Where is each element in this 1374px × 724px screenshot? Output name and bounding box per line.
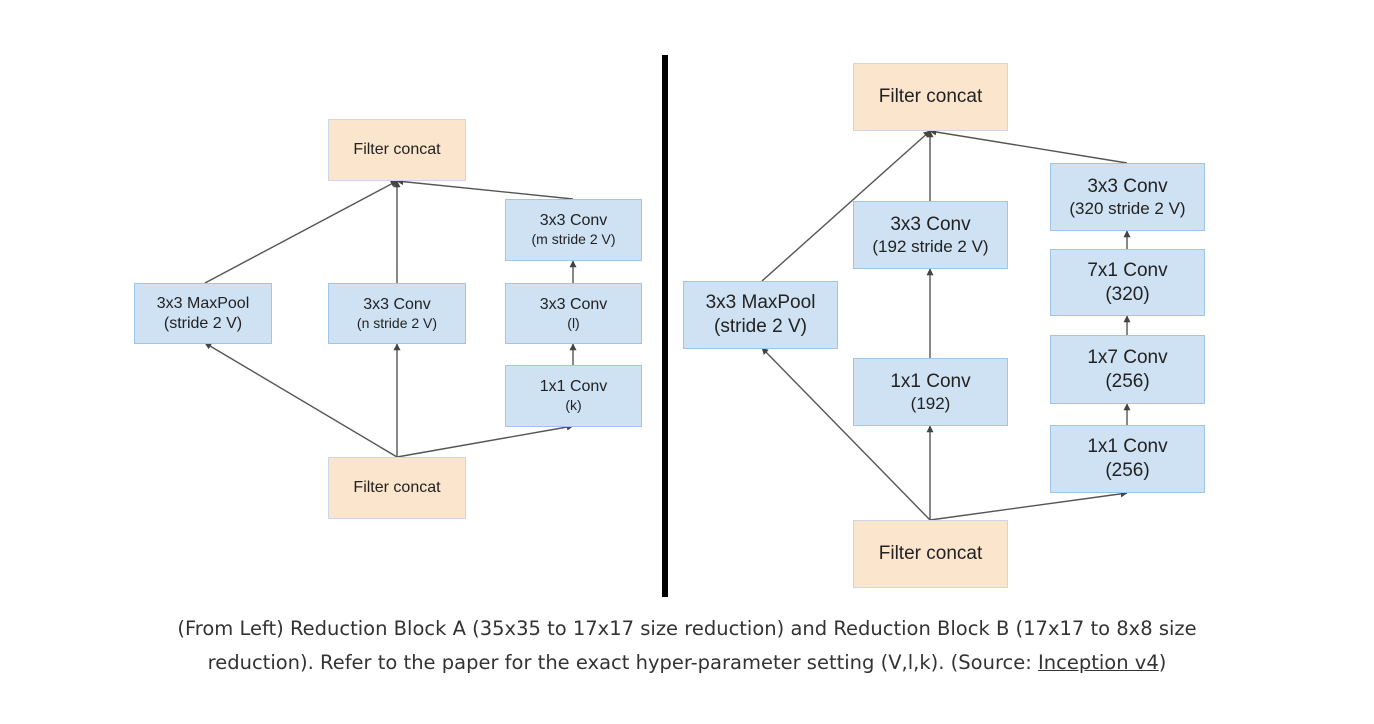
block-b-conv-mid-top: 3x3 Conv (192 stride 2 V) xyxy=(853,201,1008,269)
block-a-conv-mid-line2: (n stride 2 V) xyxy=(356,314,438,331)
block-b-filter-concat-top-label: Filter concat xyxy=(878,86,983,108)
block-a-conv-right-mid-line1: 3x3 Conv xyxy=(539,295,608,313)
block-b-conv-right-3: 1x7 Conv (256) xyxy=(1050,335,1205,404)
block-a-conv-mid: 3x3 Conv (n stride 2 V) xyxy=(328,283,466,344)
block-b-filter-concat-bottom: Filter concat xyxy=(853,520,1008,588)
block-b-conv-mid-bottom-line1: 1x1 Conv xyxy=(890,370,971,392)
block-b-conv-mid-top-line2: (192 stride 2 V) xyxy=(872,237,989,257)
block-a-filter-concat-top-label: Filter concat xyxy=(353,141,441,158)
block-b-conv-right-2: 7x1 Conv (320) xyxy=(1050,249,1205,316)
caption-line-2-prefix: reduction). Refer to the paper for the e… xyxy=(207,651,1039,674)
block-b-filter-concat-bottom-label: Filter concat xyxy=(878,543,983,565)
caption-line-2: reduction). Refer to the paper for the e… xyxy=(0,646,1374,680)
block-a-conv-right-top-line2: (m stride 2 V) xyxy=(531,231,616,248)
block-b-conv-mid-top-line1: 3x3 Conv xyxy=(890,213,971,235)
block-a-maxpool: 3x3 MaxPool (stride 2 V) xyxy=(134,283,272,344)
block-a-filter-concat-bottom: Filter concat xyxy=(328,457,466,519)
figure-caption: (From Left) Reduction Block A (35x35 to … xyxy=(0,612,1374,680)
block-b-conv-right-1: 3x3 Conv (320 stride 2 V) xyxy=(1050,163,1205,231)
block-a-conv-right-top-line1: 3x3 Conv xyxy=(539,212,608,230)
arrow-a-concat-to-maxpool xyxy=(204,342,398,458)
block-b-conv-right-4: 1x1 Conv (256) xyxy=(1050,425,1205,493)
block-divider xyxy=(662,55,668,597)
block-b-conv-mid-bottom-line2: (192) xyxy=(910,394,951,414)
block-a-conv-right-mid-line2: (l) xyxy=(567,314,580,331)
block-b-filter-concat-top: Filter concat xyxy=(853,63,1008,131)
block-b-maxpool-line1: 3x3 MaxPool xyxy=(705,292,816,314)
arrow-b-concat-to-maxpool xyxy=(761,347,931,521)
arrow-a-maxpool-to-top xyxy=(204,180,398,284)
inception-v4-link[interactable]: Inception v4 xyxy=(1038,651,1159,674)
block-b-conv-right-3-line2: (256) xyxy=(1105,370,1150,392)
block-b-maxpool-line2: (stride 2 V) xyxy=(714,316,807,337)
block-a-filter-concat-top: Filter concat xyxy=(328,119,466,181)
arrow-b-3x3-320-to-top xyxy=(929,128,1128,164)
block-b-conv-right-2-line1: 7x1 Conv xyxy=(1087,259,1168,281)
arrow-b-maxpool-to-top xyxy=(761,130,931,282)
block-b-conv-mid-bottom: 1x1 Conv (192) xyxy=(853,358,1008,426)
block-a-conv-mid-line1: 3x3 Conv xyxy=(363,295,431,313)
arrow-b-concat-to-1x1-256 xyxy=(929,490,1128,521)
block-b-maxpool: 3x3 MaxPool (stride 2 V) xyxy=(683,281,838,349)
arrow-a-3x3m-to-top xyxy=(396,178,574,200)
block-b-conv-right-1-line2: (320 stride 2 V) xyxy=(1069,199,1186,219)
block-a-maxpool-line1: 3x3 MaxPool xyxy=(156,294,250,312)
block-b-conv-right-4-line2: (256) xyxy=(1105,460,1150,481)
block-a-filter-concat-bottom-label: Filter concat xyxy=(353,479,441,496)
block-a-maxpool-line2: (stride 2 V) xyxy=(163,314,243,332)
caption-line-2-suffix: ) xyxy=(1158,651,1167,674)
block-a-conv-right-bottom-line2: (k) xyxy=(565,397,582,414)
arrow-a-concat-to-1x1 xyxy=(396,423,574,458)
block-a-conv-right-bottom: 1x1 Conv (k) xyxy=(505,365,642,427)
block-b-conv-right-2-line2: (320) xyxy=(1105,283,1150,305)
block-a-conv-right-mid: 3x3 Conv (l) xyxy=(505,283,642,344)
block-a-conv-right-bottom-line1: 1x1 Conv xyxy=(539,378,608,396)
block-b-conv-right-4-line1: 1x1 Conv xyxy=(1087,436,1168,458)
block-b-conv-right-3-line1: 1x7 Conv xyxy=(1087,346,1168,368)
block-a-conv-right-top: 3x3 Conv (m stride 2 V) xyxy=(505,199,642,261)
block-b-conv-right-1-line1: 3x3 Conv xyxy=(1087,175,1168,197)
caption-line-1: (From Left) Reduction Block A (35x35 to … xyxy=(177,617,1197,640)
